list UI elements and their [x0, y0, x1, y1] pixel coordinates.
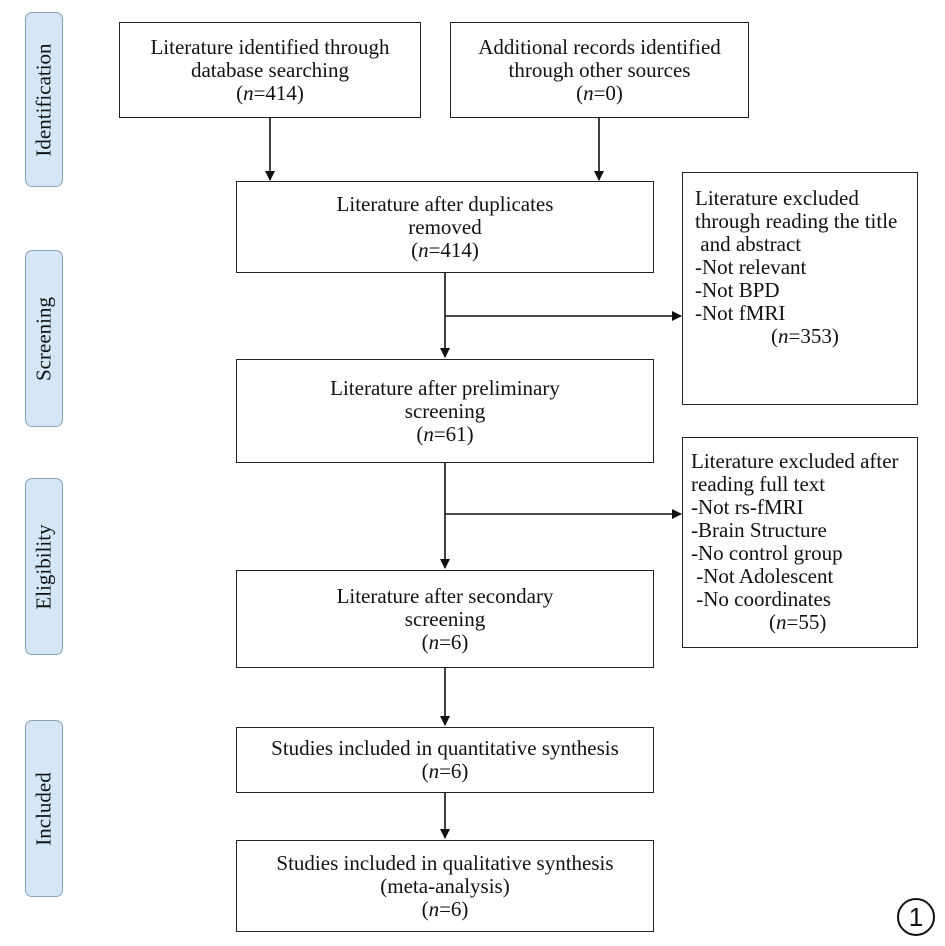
- box-database-search: Literature identified through database s…: [119, 22, 421, 118]
- box-text: and abstract: [695, 232, 802, 256]
- box-duplicates-removed: Literature after duplicates removed (n=4…: [236, 181, 654, 273]
- box-text: through reading the title: [695, 209, 898, 233]
- box-count: (n=6): [421, 629, 469, 654]
- figure-number: 1: [897, 898, 935, 936]
- box-text: screening: [404, 606, 486, 631]
- exclusion-reason: -No coordinates: [691, 587, 831, 611]
- stage-screening: Screening: [25, 250, 63, 427]
- box-secondary-screening: Literature after secondary screening (n=…: [236, 570, 654, 668]
- box-count: (n=55): [769, 610, 827, 634]
- box-text: Literature identified through: [150, 34, 390, 59]
- exclusion-reason: -Brain Structure: [691, 518, 827, 542]
- box-count: (n=61): [416, 421, 474, 446]
- box-text: Literature excluded after: [691, 449, 899, 473]
- stage-identification: Identification: [25, 12, 63, 187]
- box-count: (n=6): [421, 896, 469, 921]
- box-excluded-full-text: Literature excluded after reading full t…: [682, 437, 918, 648]
- box-text: Studies included in qualitative synthesi…: [276, 850, 614, 875]
- exclusion-reason: -Not fMRI: [695, 301, 786, 325]
- box-count: (n=414): [411, 237, 479, 262]
- box-count: (n=414): [236, 80, 304, 105]
- exclusion-reason: -Not Adolescent: [691, 564, 834, 588]
- exclusion-reason: -Not rs-fMRI: [691, 495, 804, 519]
- exclusion-reason: -Not BPD: [695, 278, 780, 302]
- box-text: through other sources: [508, 57, 691, 82]
- box-excluded-title-abstract: Literature excluded through reading the …: [682, 172, 918, 405]
- box-text: Literature after secondary: [336, 583, 554, 608]
- box-count: (n=0): [576, 80, 623, 105]
- box-text: removed: [408, 214, 482, 239]
- box-preliminary-screening: Literature after preliminary screening (…: [236, 359, 654, 463]
- box-other-sources: Additional records identified through ot…: [450, 22, 749, 118]
- box-text: database searching: [190, 57, 349, 82]
- box-text: Additional records identified: [478, 34, 721, 59]
- box-text: Studies included in quantitative synthes…: [271, 736, 619, 760]
- stage-included: Included: [25, 720, 63, 897]
- box-text: Literature after preliminary: [330, 375, 560, 400]
- exclusion-reason: -Not relevant: [695, 255, 807, 279]
- box-text: (meta-analysis): [380, 873, 510, 898]
- stage-eligibility: Eligibility: [25, 478, 63, 655]
- box-qualitative-synthesis: Studies included in qualitative synthesi…: [236, 840, 654, 932]
- exclusion-reason: -No control group: [691, 541, 843, 565]
- box-text: Literature after duplicates: [336, 191, 554, 216]
- box-text: reading full text: [691, 472, 826, 496]
- box-quantitative-synthesis: Studies included in quantitative synthes…: [236, 727, 654, 793]
- box-text: Literature excluded: [695, 186, 859, 210]
- box-count: (n=6): [421, 759, 469, 783]
- box-text: screening: [404, 398, 486, 423]
- box-count: (n=353): [771, 324, 839, 348]
